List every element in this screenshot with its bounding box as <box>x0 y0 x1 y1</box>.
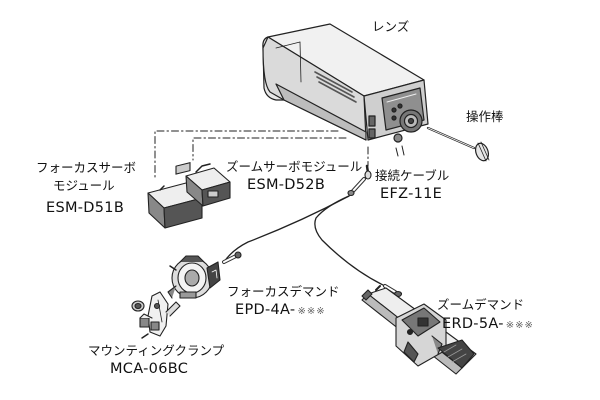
clamp-name: マウンティングクランプ <box>88 343 225 358</box>
line-lens-to-zoom-servo <box>192 137 347 161</box>
lens-illustration <box>262 23 429 157</box>
cable-model: EFZ-11E <box>380 186 443 202</box>
focus-demand-model: EPD-4A-※※※ <box>235 303 326 318</box>
line-lens-to-focus-servo <box>154 130 339 181</box>
focus-servo-illustration <box>147 162 203 229</box>
zoom-servo-name: ズームサーボモジュール <box>226 159 363 174</box>
focus-servo-model: ESM-D51B <box>46 200 125 216</box>
focus-demand-suffix: ※※※ <box>297 306 326 317</box>
zoom-servo-illustration <box>185 163 231 207</box>
focus-demand-name: フォーカスデマンド <box>227 284 340 299</box>
focus-servo-name-line2: モジュール <box>53 178 115 193</box>
cable-illustration <box>222 164 403 298</box>
focus-demand-illustration <box>167 255 221 299</box>
handle-illustration <box>426 126 490 162</box>
zoom-demand-suffix: ※※※ <box>505 320 534 331</box>
zoom-servo-model: ESM-D52B <box>247 177 326 193</box>
handle-label: 操作棒 <box>466 109 504 124</box>
zoom-demand-name: ズームデマンド <box>437 297 525 312</box>
lens-label: レンズ <box>372 19 410 34</box>
zoom-demand-illustration <box>361 285 477 375</box>
focus-servo-name-line1: フォーカスサーボ <box>36 160 137 175</box>
clamp-model: MCA-06BC <box>110 361 189 377</box>
mounting-clamp-illustration <box>131 291 181 339</box>
focus-demand-model-text: EPD-4A- <box>235 302 296 318</box>
cable-name: 接続ケーブル <box>375 168 450 183</box>
zoom-demand-model: ERD-5A-※※※ <box>442 317 534 332</box>
zoom-demand-model-text: ERD-5A- <box>442 316 504 332</box>
connection-lines <box>154 130 369 181</box>
